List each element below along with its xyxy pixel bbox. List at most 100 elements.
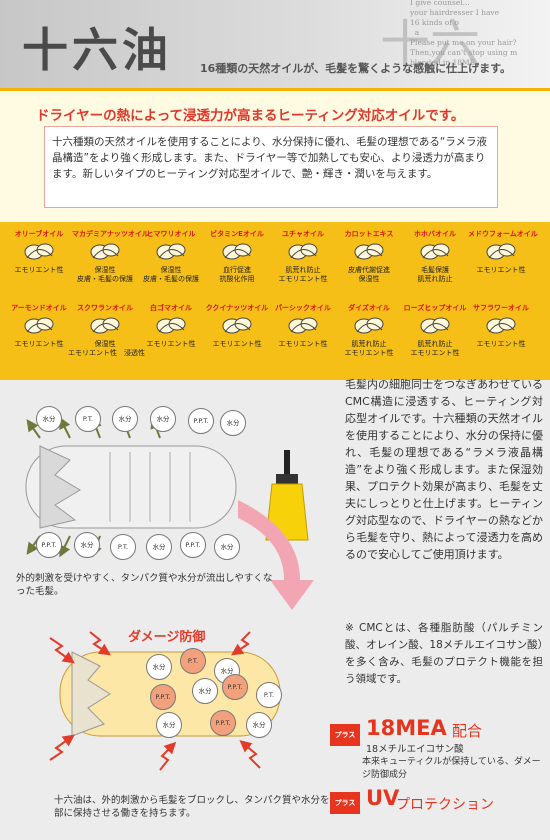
oil-effect: 肌荒れ防止 エモリエント性 [410, 340, 460, 357]
product-description: 毛髪内の細胞同士をつなぎあわせているCMC構造に浸透する、ヒーティング対応型オイ… [345, 378, 543, 561]
oil-effect: 皮膚代謝促進 保湿性 [348, 266, 390, 283]
oil-name: ダイズオイル [348, 304, 390, 312]
oil-item: ユチャオイル肌荒れ防止 エモリエント性 [270, 228, 336, 288]
oil-item: スクワランオイル保湿性 エモリエント性 浸透性 [68, 302, 145, 362]
oil-illustration-icon [354, 317, 384, 334]
oil-illustration-icon [24, 317, 54, 334]
transition-arrow [238, 500, 314, 610]
oil-item: ククイナッツオイルエモリエント性 [204, 302, 270, 362]
oil-name: サフラワーオイル [473, 304, 529, 312]
feature-18mea-title: 18MEA [366, 716, 447, 740]
molecule-bubble: 水分 [146, 534, 172, 560]
oil-item: カロットエキス皮膚代謝促進 保湿性 [336, 228, 402, 288]
molecule-bubble: 水分 [220, 410, 246, 436]
plus-badge-mea: プラス [330, 724, 360, 746]
plus-badge-uv: プラス [330, 792, 360, 814]
damaged-hair-caption: 外的刺激を受けやすく、タンパク質や水分が流出しやすくなった毛髪。 [16, 573, 273, 597]
oil-effect: 保湿性 皮膚・毛髪の保護 [77, 266, 133, 283]
page-title: 十六油 [22, 23, 172, 77]
oil-illustration-icon [222, 317, 252, 334]
oil-ingredients-band [0, 222, 550, 380]
feature-18mea-description: 本来キューティクルが保持している、ダメージ防御成分 [362, 757, 541, 780]
oil-name: ユチャオイル [282, 230, 324, 238]
oil-illustration-icon [420, 243, 450, 260]
oil-item: ヒマワリオイル保湿性 皮膚・毛髪の保護 [138, 228, 204, 288]
oil-item: アーモンドオイルエモリエント性 [6, 302, 72, 362]
oil-effect: エモリエント性 [212, 340, 262, 348]
oil-item: ローズヒップオイル肌荒れ防止 エモリエント性 [402, 302, 468, 362]
oil-effect: 肌荒れ防止 エモリエント性 [344, 340, 394, 357]
damage-defense-label: ダメージ防御 [128, 630, 206, 645]
oil-item: ダイズオイル肌荒れ防止 エモリエント性 [336, 302, 402, 362]
oil-illustration-icon [486, 317, 516, 334]
oil-illustration-icon [288, 243, 318, 260]
oil-illustration-icon [24, 243, 54, 260]
oil-name: 白ゴマオイル [150, 304, 192, 312]
oil-name: アーモンドオイル [11, 304, 67, 312]
page-header: 十六 I give counsel... your hairdresser I … [0, 0, 550, 88]
oil-item: ホホバオイル毛髪保護 肌荒れ防止 [402, 228, 468, 288]
oil-effect: エモリエント性 [14, 266, 64, 274]
molecule-bubble: P.P.T. [222, 674, 248, 700]
oil-effect: 血行促進 抗酸化作用 [219, 266, 255, 283]
protected-hair-caption: 十六油は、外的刺激から毛髪をブロックし、タンパク質や水分を内部に保持させる働きを… [54, 795, 340, 819]
oil-effect: エモリエント性 [146, 340, 196, 348]
molecule-bubble: P.T. [110, 534, 136, 560]
oil-name: ヒマワリオイル [146, 230, 196, 238]
oil-name: スクワランオイル [77, 304, 133, 312]
molecule-bubble: P.P.T. [180, 532, 206, 558]
cmc-note: ※ CMCとは、各種脂肪酸（パルチミン酸、オレイン酸、18メチルエイコサン酸）を… [345, 622, 543, 685]
oil-name: ホホバオイル [414, 230, 456, 238]
oil-illustration-icon [222, 243, 252, 260]
oil-name: パーシックオイル [275, 304, 331, 312]
molecule-bubble: P.P.T. [210, 710, 236, 736]
molecule-bubble: P.T. [75, 406, 101, 432]
molecule-bubble: 水分 [74, 532, 100, 558]
molecule-bubble: 水分 [246, 712, 272, 738]
oil-name: ローズヒップオイル [403, 304, 467, 312]
oil-item: 白ゴマオイルエモリエント性 [138, 302, 204, 362]
oil-effect: エモリエント性 [476, 340, 526, 348]
oil-illustration-icon [90, 243, 120, 260]
molecule-bubble: 水分 [214, 534, 240, 560]
molecule-bubble: P.P.T. [150, 684, 176, 710]
oil-name: ビタミンEオイル [210, 230, 264, 238]
oil-illustration-icon [156, 317, 186, 334]
oil-name: マカデミアナッツオイル [72, 230, 149, 238]
feature-18mea-chem-name: 18メチルエイコサン酸 [366, 744, 464, 755]
molecule-bubble: 水分 [36, 406, 62, 432]
oil-item: サフラワーオイルエモリエント性 [468, 302, 534, 362]
feature-18mea-suffix: 配合 [452, 722, 483, 740]
molecule-bubble: 水分 [112, 406, 138, 432]
intro-text-box [44, 126, 498, 208]
oil-effect: エモリエント性 [14, 340, 64, 348]
molecule-bubble: 水分 [156, 712, 182, 738]
oil-effect: エモリエント性 [476, 266, 526, 274]
oil-illustration-icon [156, 243, 186, 260]
header-bg-script-text: I give counsel... your hairdresser I hav… [410, 0, 518, 67]
header-bg-kanji: 十六 [380, 15, 480, 73]
oil-item: マカデミアナッツオイル保湿性 皮膚・毛髪の保護 [72, 228, 149, 288]
oil-name: メドウフォームオイル [468, 230, 538, 238]
oil-item: ビタミンEオイル血行促進 抗酸化作用 [204, 228, 270, 288]
intro-headline: ドライヤーの熱によって浸透力が高まるヒーティング対応オイルです。 [36, 108, 465, 124]
oil-illustration-icon [486, 243, 516, 260]
oil-illustration-icon [420, 317, 450, 334]
page-tagline: 16種類の天然オイルが、毛髪を驚くような感触に仕上げます。 [200, 62, 511, 75]
feature-uv-title: UV [366, 786, 400, 810]
oil-effect: 保湿性 エモリエント性 浸透性 [68, 340, 145, 357]
oil-illustration-icon [288, 317, 318, 334]
feature-uv-suffix: プロテクション [396, 797, 494, 813]
molecule-bubble: 水分 [150, 406, 176, 432]
oil-effect: エモリエント性 [278, 340, 328, 348]
damaged-hair-illustration [25, 445, 237, 529]
molecule-bubble: 水分 [192, 678, 218, 704]
hair-diagram-svg [25, 416, 314, 771]
oil-effect: 肌荒れ防止 エモリエント性 [278, 266, 328, 283]
molecule-bubble: P.T. [180, 648, 206, 674]
intro-text: 十六種類の天然オイルを使用することにより、水分保持に優れ、毛髪の理想である“ラメ… [52, 136, 487, 180]
molecule-bubble: 水分 [146, 654, 172, 680]
oil-item: オリーブオイルエモリエント性 [6, 228, 72, 288]
damage-block-arrows [49, 631, 261, 771]
oil-illustration-icon [90, 317, 120, 334]
